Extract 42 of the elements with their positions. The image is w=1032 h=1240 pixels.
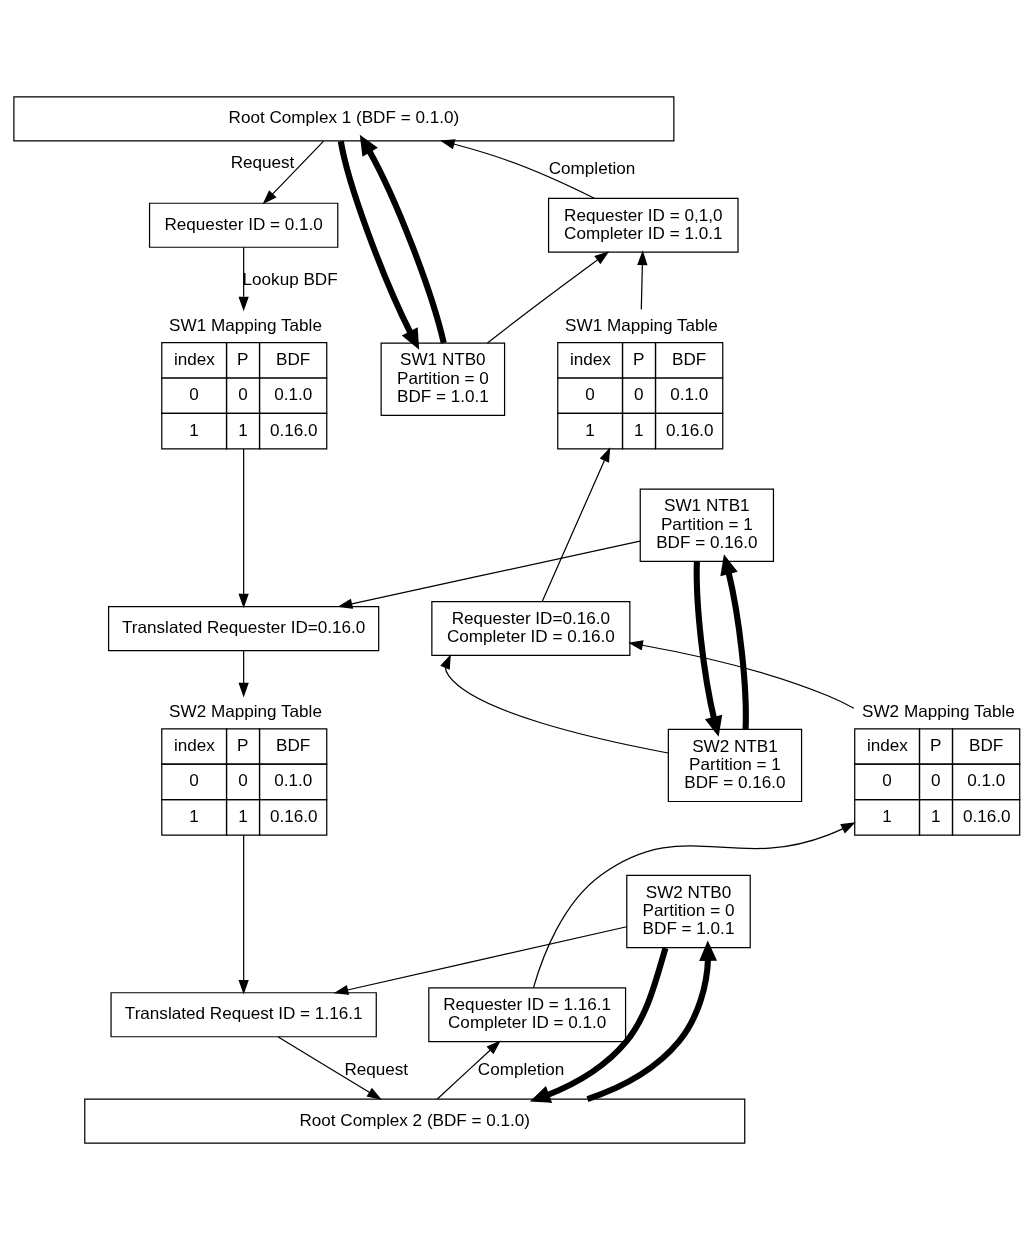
node-label: SW2 Mapping Table	[861, 701, 1015, 721]
arrow	[627, 640, 854, 709]
arrow	[436, 1040, 501, 1100]
arrow	[585, 940, 717, 1102]
arrow	[262, 140, 324, 205]
node-box: SW2 NTB1 Partition = 1 BDF = 0.16.0	[667, 728, 802, 803]
arrow	[277, 1036, 382, 1100]
arrow	[333, 926, 627, 995]
arrow	[337, 140, 419, 350]
node-box: SW1 NTB0 Partition = 0 BDF = 1.0.1	[380, 342, 505, 416]
edge-label: Lookup BDF	[242, 270, 338, 290]
node-label: SW2 Mapping Table	[168, 701, 322, 721]
arrow	[486, 251, 609, 344]
node-box: SW2 NTB0 Partition = 0 BDF = 1.0.1	[625, 874, 751, 949]
node-label: SW1 Mapping Table	[168, 315, 322, 335]
node-box: Requester ID = 0.1.0	[148, 202, 338, 248]
node-box: Requester ID = 0,1,0 Completer ID = 1.0.1	[547, 197, 739, 253]
arrow	[439, 654, 669, 754]
arrow	[238, 650, 249, 698]
edge-label: Completion	[477, 1059, 564, 1079]
node-box: Translated Requester ID=0.16.0	[107, 605, 379, 652]
node-box: Root Complex 1 (BDF = 0.1.0)	[12, 96, 674, 142]
arrow	[238, 834, 249, 995]
arrow	[693, 561, 722, 737]
node-box: Requester ID=0.16.0 Completer ID = 0.16.0	[430, 601, 630, 657]
arrow	[541, 447, 610, 602]
node-label: SW1 Mapping Table	[564, 315, 718, 335]
node-box: Requester ID = 1.16.1 Completer ID = 0.1.0	[427, 987, 626, 1043]
edge-label: Completion	[548, 159, 635, 179]
node-box: Translated Request ID = 1.16.1	[109, 992, 377, 1038]
edge-label: Request	[343, 1059, 408, 1079]
edge-label: Request	[230, 152, 294, 172]
arrow	[439, 139, 595, 199]
arrow	[238, 448, 249, 609]
arrow	[719, 554, 749, 730]
arrow	[337, 540, 641, 609]
arrow	[532, 822, 856, 989]
arrow	[636, 250, 647, 310]
arrow	[529, 947, 668, 1103]
node-box: Root Complex 2 (BDF = 0.1.0)	[83, 1098, 745, 1144]
arrow	[359, 134, 447, 344]
node-box: SW1 NTB1 Partition = 1 BDF = 0.16.0	[639, 488, 774, 562]
